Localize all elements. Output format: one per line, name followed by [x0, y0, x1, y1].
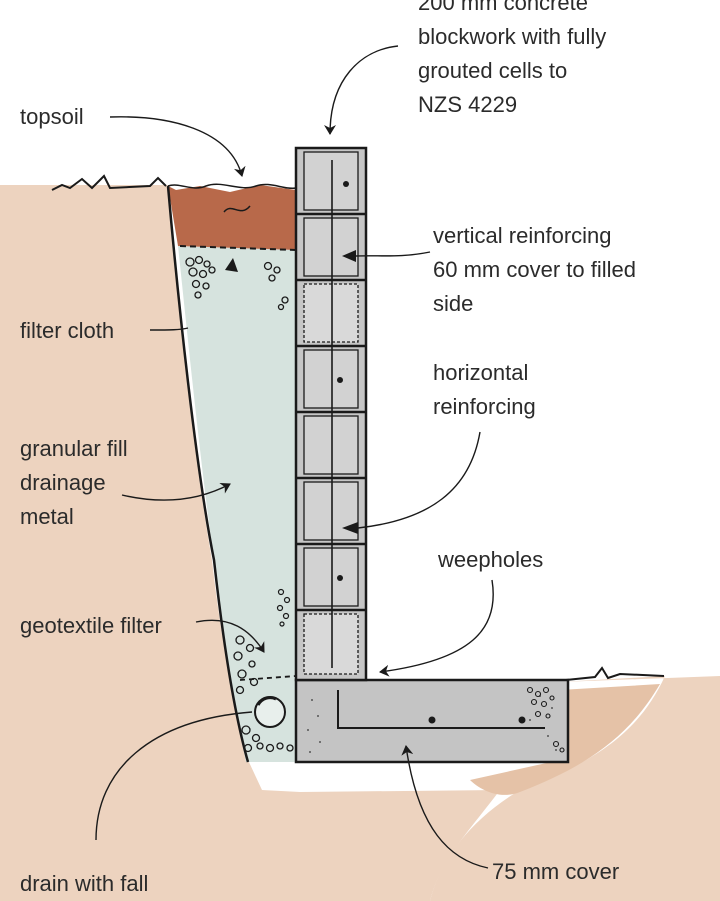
footing-bar-2: [518, 716, 526, 724]
gravel-top-arrow: [225, 258, 238, 272]
leader-weepholes: [379, 579, 494, 677]
horizontal-bar-dots: [337, 181, 349, 581]
leader-granular-fill: [121, 482, 231, 501]
gravel-mid: [276, 588, 291, 627]
footing-bar-1: [428, 716, 436, 724]
geotextile-line: [239, 675, 297, 681]
leader-geotextile: [195, 619, 265, 653]
gravel-top: [185, 255, 289, 311]
label-horizontal-reinforcing: horizontal reinforcing: [433, 360, 536, 419]
footing-gravel: [526, 686, 565, 753]
wall-arrowheads: [342, 250, 358, 534]
label-filter-cloth: filter cloth: [20, 318, 115, 343]
leader-horizontal-reinforcing: [357, 431, 481, 529]
blockwork-wall: [294, 146, 368, 682]
leader-blockwork: [324, 45, 399, 135]
label-vertical-reinforcing: vertical reinforcing 60 mm cover to fill…: [433, 223, 636, 316]
leader-lines: [95, 45, 494, 869]
label-blockwork: 200 mm concrete blockwork with fully gro…: [418, 0, 607, 117]
label-weepholes: weepholes: [438, 547, 544, 572]
topsoil-band: [168, 185, 296, 250]
label-granular-fill: granular fill drainage metal: [20, 436, 128, 529]
front-ground: [430, 676, 720, 901]
footing-speckle: [307, 695, 557, 753]
leader-drain: [95, 711, 253, 841]
label-topsoil: topsoil: [20, 104, 84, 129]
drain-pipe-shade: [256, 696, 277, 706]
excavation-outline: [166, 185, 250, 763]
leader-75mm-cover: [401, 745, 489, 869]
label-75mm-cover: 75 mm cover: [492, 859, 620, 884]
topsoil-swirl: [223, 205, 251, 213]
label-geotextile-filter: geotextile filter: [20, 613, 162, 638]
leader-vertical-reinforcing: [355, 251, 431, 257]
topsoil-surface: [167, 183, 297, 190]
leader-topsoil: [109, 116, 246, 177]
granular-fill-region: [178, 246, 296, 762]
ground-surface-left: [51, 174, 167, 191]
ground-surface-right: [565, 666, 665, 681]
retained-ground: [0, 185, 500, 901]
label-drain-with-fall: drain with fall: [20, 871, 149, 896]
footing-reinforcing-bar: [337, 690, 545, 729]
leader-filter-cloth: [149, 327, 189, 331]
